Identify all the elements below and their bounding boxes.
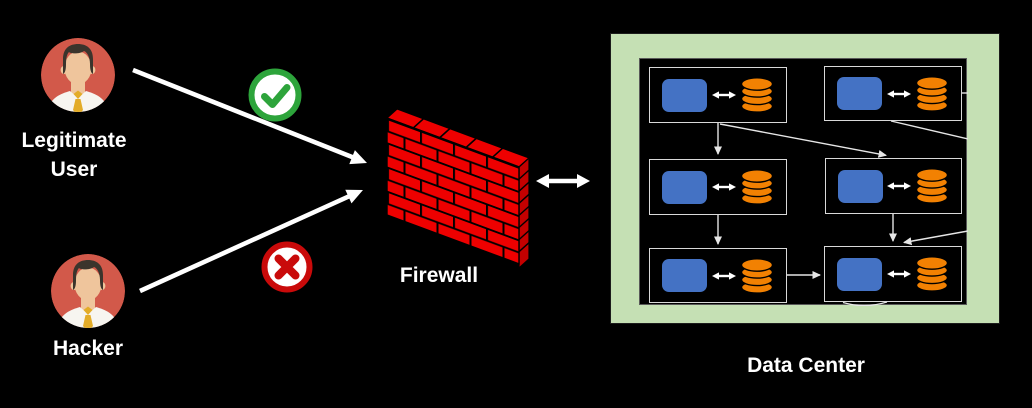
server-icon	[837, 77, 882, 110]
database-icon	[740, 258, 774, 294]
bidirectional-arrow-icon	[887, 180, 911, 192]
datacenter-node	[649, 248, 787, 303]
hacker-arrow	[139, 189, 363, 294]
datacenter-frame	[610, 33, 1000, 324]
hacker-avatar-icon	[50, 253, 126, 329]
server-icon	[662, 170, 707, 204]
database-icon	[915, 168, 949, 204]
datacenter-label: Data Center	[747, 354, 865, 377]
bidirectional-arrow-icon	[712, 181, 736, 193]
brick-wall-icon	[385, 108, 531, 270]
datacenter-node	[824, 66, 962, 121]
bidirectional-arrow-icon	[712, 270, 736, 282]
bidirectional-arrow-icon	[887, 88, 911, 100]
datacenter-panel	[639, 58, 968, 306]
server-icon	[662, 78, 707, 112]
datacenter-node	[649, 159, 787, 215]
firewall-datacenter-arrow	[536, 174, 590, 188]
server-icon	[662, 259, 707, 292]
datacenter-node	[825, 158, 962, 214]
legitimate-user-label: Legitimate User	[21, 129, 127, 181]
firewall-label: Firewall	[399, 264, 479, 287]
database-icon	[915, 76, 949, 112]
server-icon	[838, 169, 883, 203]
legitimate-user-avatar-icon	[40, 37, 116, 113]
database-icon	[915, 256, 949, 292]
database-icon	[740, 169, 774, 205]
bidirectional-arrow-icon	[712, 89, 736, 101]
bidirectional-arrow-icon	[887, 268, 911, 280]
server-icon	[837, 257, 882, 291]
x-circle-icon	[261, 241, 313, 293]
datacenter-node	[649, 67, 787, 123]
check-circle-icon	[248, 68, 302, 122]
hacker-label: Hacker	[52, 337, 124, 360]
datacenter-node	[824, 246, 962, 302]
database-icon	[740, 77, 774, 113]
